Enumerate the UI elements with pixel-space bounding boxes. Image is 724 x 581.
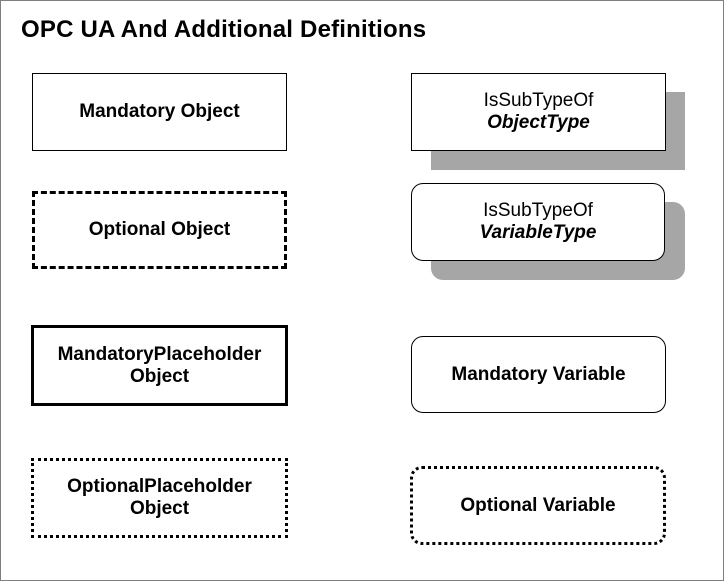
variable-type-name: VariableType — [479, 222, 597, 243]
optional-placeholder-label-line2: Object — [129, 498, 190, 519]
mandatory-placeholder-object-node: MandatoryPlaceholder Object — [31, 325, 288, 406]
mandatory-variable-label: Mandatory Variable — [451, 363, 626, 385]
optional-variable-label: Optional Variable — [460, 494, 616, 516]
diagram-title: OPC UA And Additional Definitions — [21, 16, 427, 43]
object-type-name: ObjectType — [487, 112, 590, 133]
optional-placeholder-object-node: OptionalPlaceholder Object — [31, 458, 288, 538]
object-type-node: IsSubTypeOf ObjectType — [411, 73, 666, 151]
mandatory-object-node: Mandatory Object — [32, 73, 287, 151]
object-type-relation: IsSubTypeOf — [483, 90, 594, 111]
optional-object-node: Optional Object — [32, 191, 287, 269]
mandatory-placeholder-label-line1: MandatoryPlaceholder — [57, 343, 262, 365]
variable-type-node: IsSubTypeOf VariableType — [411, 183, 665, 261]
optional-object-label: Optional Object — [88, 219, 231, 240]
optional-variable-node: Optional Variable — [410, 466, 666, 545]
optional-placeholder-label-line1: OptionalPlaceholder — [67, 476, 252, 497]
mandatory-placeholder-label-line2: Object — [129, 365, 190, 387]
mandatory-object-label: Mandatory Object — [79, 101, 240, 122]
mandatory-variable-node: Mandatory Variable — [411, 336, 666, 413]
variable-type-relation: IsSubTypeOf — [483, 200, 593, 221]
